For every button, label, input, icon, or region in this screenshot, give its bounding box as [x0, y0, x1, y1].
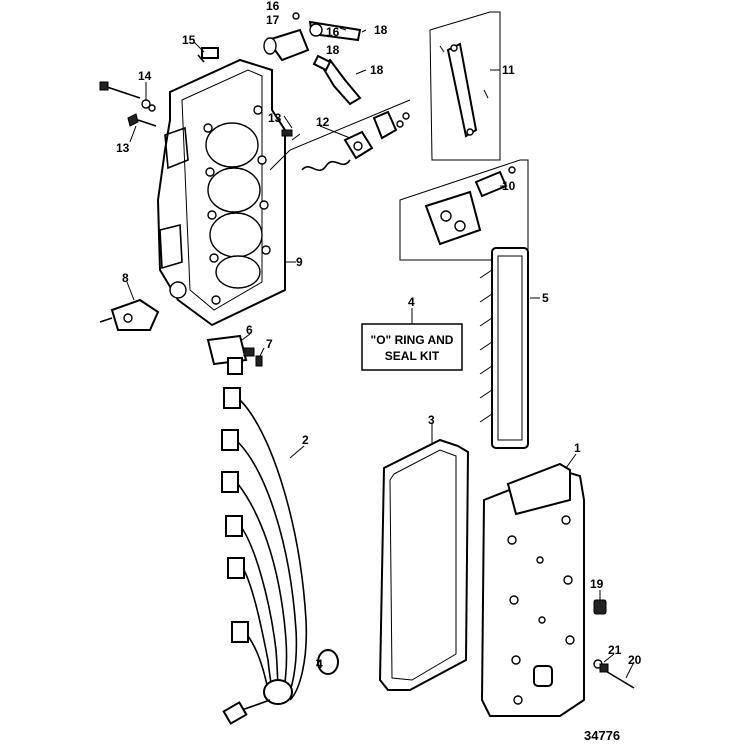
callout-20: 20 — [628, 653, 642, 667]
thermostat-assembly-part-12 — [269, 99, 411, 172]
callout-15: 15 — [182, 33, 196, 47]
cylinder-head-part-9 — [156, 58, 286, 327]
callout-16-top: 16 — [266, 0, 280, 13]
wiring-harness-part-2 — [221, 387, 339, 725]
callout-3: 3 — [428, 413, 435, 427]
callout-13-right: 13 — [268, 111, 282, 125]
callout-18-lower: 18 — [370, 63, 384, 77]
bushing-part-19 — [593, 599, 607, 615]
callout-1: 1 — [574, 441, 581, 455]
bolt-part-20 — [599, 663, 635, 689]
strip-part-5 — [479, 247, 529, 449]
linkage-box-part-11 — [429, 11, 501, 161]
cover-plate-part-8 — [99, 298, 160, 331]
callout-17: 17 — [266, 13, 280, 27]
callout-10: 10 — [502, 179, 516, 193]
callout-7: 7 — [266, 337, 273, 351]
callout-4-kit: 4 — [408, 295, 415, 309]
hose-fittings-parts-16-18 — [263, 12, 362, 106]
callout-14: 14 — [138, 69, 152, 83]
callout-21: 21 — [608, 643, 622, 657]
bolt-part-14 — [99, 81, 157, 127]
figure-number: 34776 — [584, 728, 620, 743]
callout-18-mid: 18 — [326, 43, 340, 57]
cover-part-1 — [480, 462, 585, 717]
gasket-part-3 — [378, 438, 470, 691]
fitting-part-15 — [197, 47, 219, 63]
kit-label-line1: "O" RING AND — [371, 333, 454, 347]
callout-4-harness: 4 — [316, 657, 323, 671]
callout-5: 5 — [542, 291, 549, 305]
sensor-part-6 — [206, 334, 255, 375]
valve-box-part-10 — [399, 159, 529, 261]
callout-13-left: 13 — [116, 141, 130, 155]
callout-8: 8 — [122, 271, 129, 285]
kit-label-line2: SEAL KIT — [385, 349, 440, 363]
callout-9: 9 — [296, 255, 303, 269]
screw-part-7 — [255, 355, 263, 367]
callout-18-top: 18 — [374, 23, 388, 37]
kit-label-box: "O" RING AND SEAL KIT — [361, 323, 463, 371]
callout-12: 12 — [316, 115, 330, 129]
callout-19: 19 — [590, 577, 604, 591]
callout-11: 11 — [502, 63, 515, 77]
callout-6: 6 — [246, 323, 253, 337]
callout-16-right: 16 — [326, 25, 340, 39]
leader-lines — [126, 27, 635, 679]
callout-2: 2 — [302, 433, 309, 447]
